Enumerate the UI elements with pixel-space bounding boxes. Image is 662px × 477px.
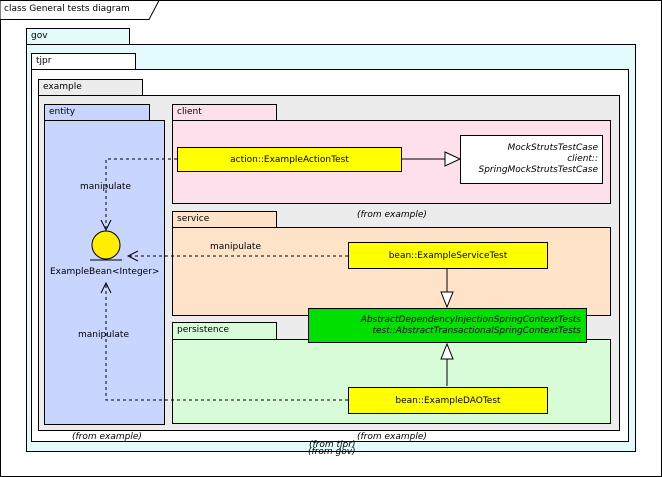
package-tab-gov: gov [26,28,130,45]
package-tab-persistence: persistence [172,322,277,340]
class-abstract-spring-context-tests: AbstractDependencyInjectionSpringContext… [308,308,587,343]
generalization-service-arrowhead [440,291,454,309]
mock-struts-line2: client:: [567,154,598,164]
mock-struts-line3: SpringMockStrutsTestCase [478,165,598,175]
package-label-gov: gov [31,31,48,41]
from-example-entity-label: (from example) [72,432,142,442]
example-bean-label: ExampleBean<Integer> [50,267,160,277]
mock-struts-line1: MockStrutsTestCase [507,143,598,153]
package-service [172,227,611,316]
generalization-dao-arrowhead [440,342,454,360]
example-bean-circle [91,230,121,260]
from-tjpr-label: (from tjpr) [309,440,356,450]
class-example-dao-test: bean::ExampleDAOTest [348,387,548,414]
package-entity [44,120,165,425]
diagram-title: class General tests diagram [4,4,130,14]
manipulate-action-arrowhead [100,219,112,232]
manipulate-action-line [105,158,177,228]
package-tab-client: client [172,104,277,121]
from-example-bottom-label: (from example) [357,432,427,442]
package-label-client: client [177,107,202,117]
class-example-action-test: action::ExampleActionTest [177,147,402,172]
abstract-line2: test::AbstractTransactionalSpringContext… [372,325,581,336]
manipulate-service-label: manipulate [210,242,261,252]
package-tab-entity: entity [44,104,150,121]
manipulate-dao-arrowhead [100,281,112,294]
generalization-action-arrowhead [444,151,462,167]
package-label-persistence: persistence [177,325,230,335]
package-label-example: example [43,82,82,92]
package-tab-example: example [38,79,143,96]
class-mock-struts-test-case: MockStrutsTestCase client:: SpringMockSt… [460,135,603,184]
manipulate-service-arrowhead [126,250,139,262]
class-example-dao-test-label: bean::ExampleDAOTest [395,395,501,406]
class-example-service-test-label: bean::ExampleServiceTest [388,250,508,261]
package-tab-service: service [172,211,277,228]
manipulate-dao-line [105,285,348,401]
diagram-title-tab: class General tests diagram [0,0,160,20]
package-label-tjpr: tjpr [36,56,52,66]
manipulate-dao-label: manipulate [78,330,129,340]
from-gov-label: (from gov) [308,447,356,457]
package-label-entity: entity [49,107,76,117]
class-example-action-test-label: action::ExampleActionTest [230,154,349,165]
package-label-service: service [177,214,210,224]
from-example-service-label: (from example) [357,210,427,220]
abstract-line1: AbstractDependencyInjectionSpringContext… [360,314,581,325]
package-tab-tjpr: tjpr [31,53,136,70]
manipulate-action-label: manipulate [80,182,131,192]
class-example-service-test: bean::ExampleServiceTest [348,242,548,269]
